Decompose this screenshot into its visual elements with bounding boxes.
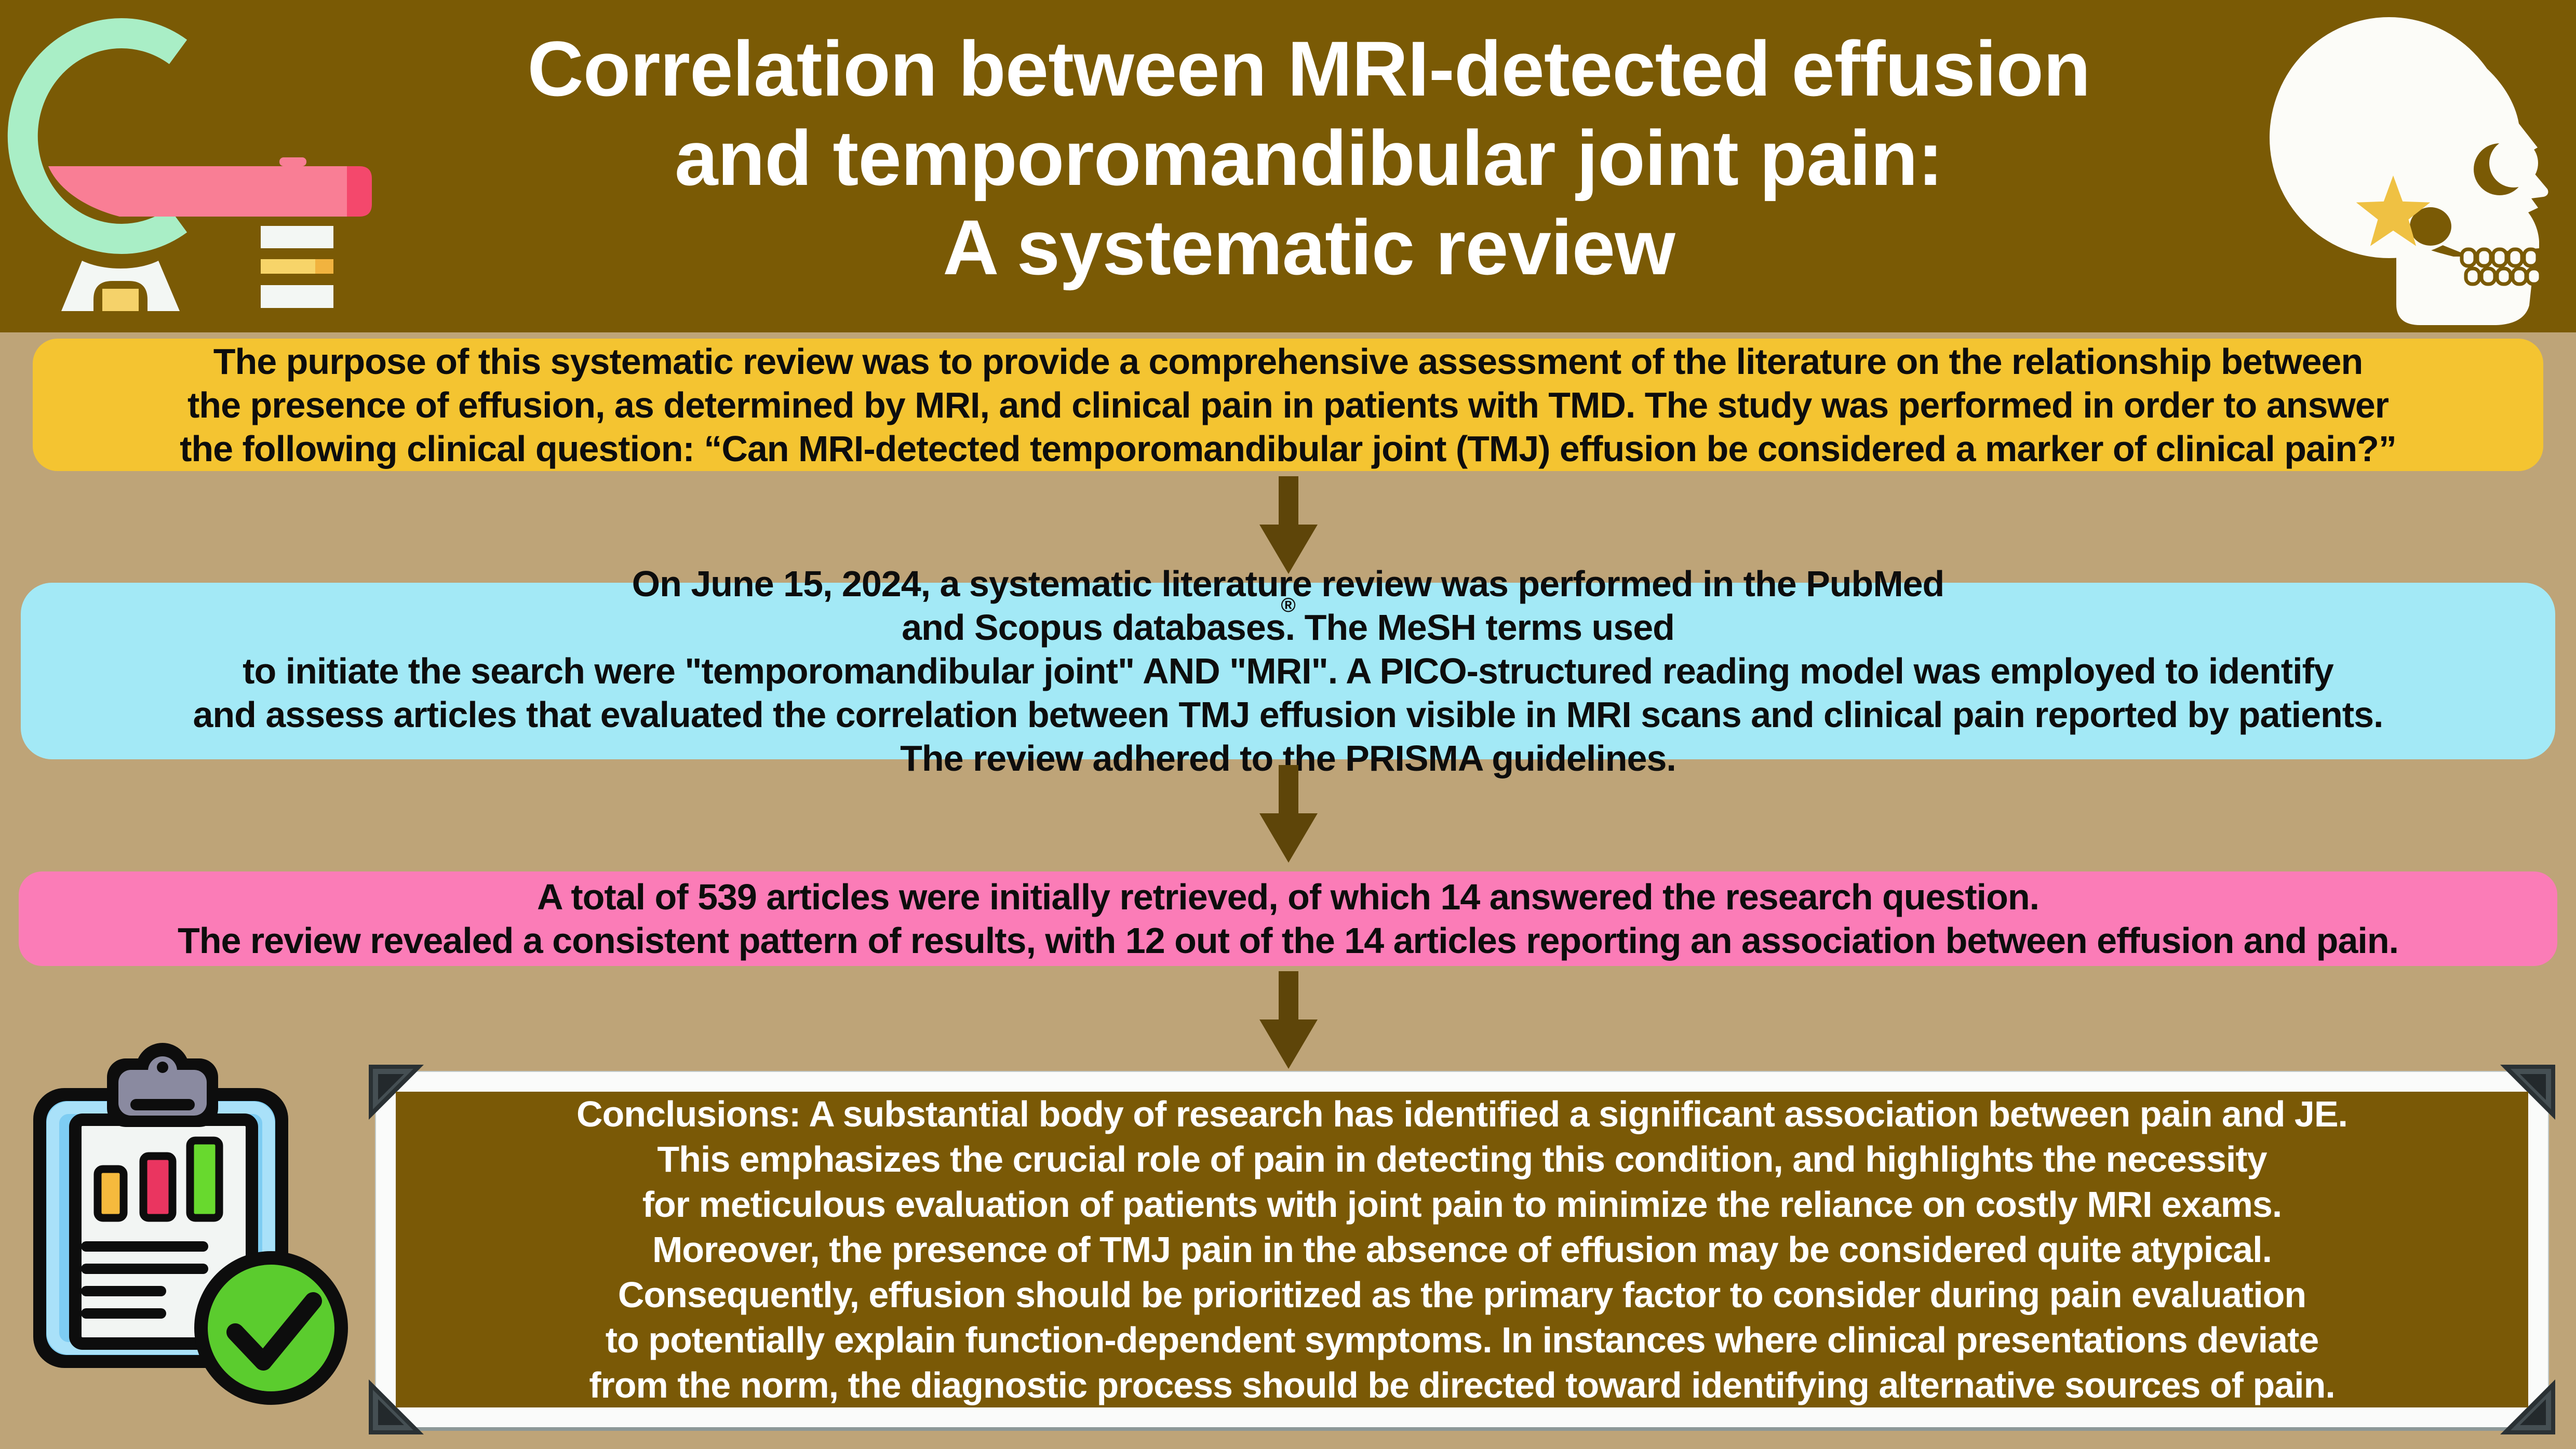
methods-line-text: and Scopus databases. The MeSH terms use… (902, 607, 1675, 648)
frame-corner-icon (2499, 1378, 2555, 1434)
arrow-down-icon (1259, 476, 1318, 574)
purpose-line: the presence of effusion, as determined … (187, 384, 2389, 425)
methods-line: On June 15, 2024, a systematic literatur… (21, 562, 2555, 649)
methods-line-text: On June 15, 2024, a systematic literatur… (632, 564, 1945, 604)
header-banner: Correlation between MRI-detected effusio… (0, 0, 2576, 332)
methods-line: and assess articles that evaluated the c… (193, 694, 2383, 735)
purpose-line: the following clinical question: “Can MR… (180, 428, 2397, 469)
star-icon (2356, 176, 2431, 246)
arrow-down-icon (1259, 765, 1318, 863)
conclusions-box: Conclusions: A substantial body of resea… (396, 1092, 2528, 1407)
conclusions-board: Conclusions: A substantial body of resea… (369, 1065, 2555, 1434)
clipboard-report-check-icon (33, 1043, 348, 1405)
mri-scanner-icon (7, 18, 372, 311)
conclusions-line: This emphasizes the crucial role of pain… (657, 1138, 2267, 1179)
arrow-down-icon (1259, 971, 1318, 1069)
conclusions-line: for meticulous evaluation of patients wi… (642, 1184, 2283, 1225)
results-line: The review revealed a consistent pattern… (177, 920, 2399, 961)
title-line: Correlation between MRI-detected effusio… (527, 25, 2090, 112)
results-box: A total of 539 articles were initially r… (19, 871, 2557, 966)
conclusions-line: Moreover, the presence of TMJ pain in th… (652, 1229, 2272, 1270)
check-icon (226, 1292, 322, 1371)
skull-tmj-star-icon (2270, 17, 2548, 325)
methods-line: to initiate the search were "temporomand… (243, 651, 2334, 691)
conclusions-line: Consequently, effusion should be priorit… (618, 1274, 2306, 1315)
conclusions-line: Conclusions: A substantial body of resea… (576, 1093, 2348, 1134)
purpose-box: The purpose of this systematic review wa… (33, 339, 2543, 471)
page-title: Correlation between MRI-detected effusio… (395, 24, 2223, 315)
results-line: A total of 539 articles were initially r… (536, 877, 2040, 917)
conclusions-line: from the norm, the diagnostic process sh… (589, 1364, 2336, 1405)
conclusions-line: to potentially explain function-dependen… (605, 1319, 2319, 1360)
purpose-line: The purpose of this systematic review wa… (213, 341, 2363, 382)
title-line: and temporomandibular joint pain: (675, 114, 1943, 202)
methods-box: On June 15, 2024, a systematic literatur… (21, 564, 2555, 779)
title-line: A systematic review (943, 204, 1675, 291)
